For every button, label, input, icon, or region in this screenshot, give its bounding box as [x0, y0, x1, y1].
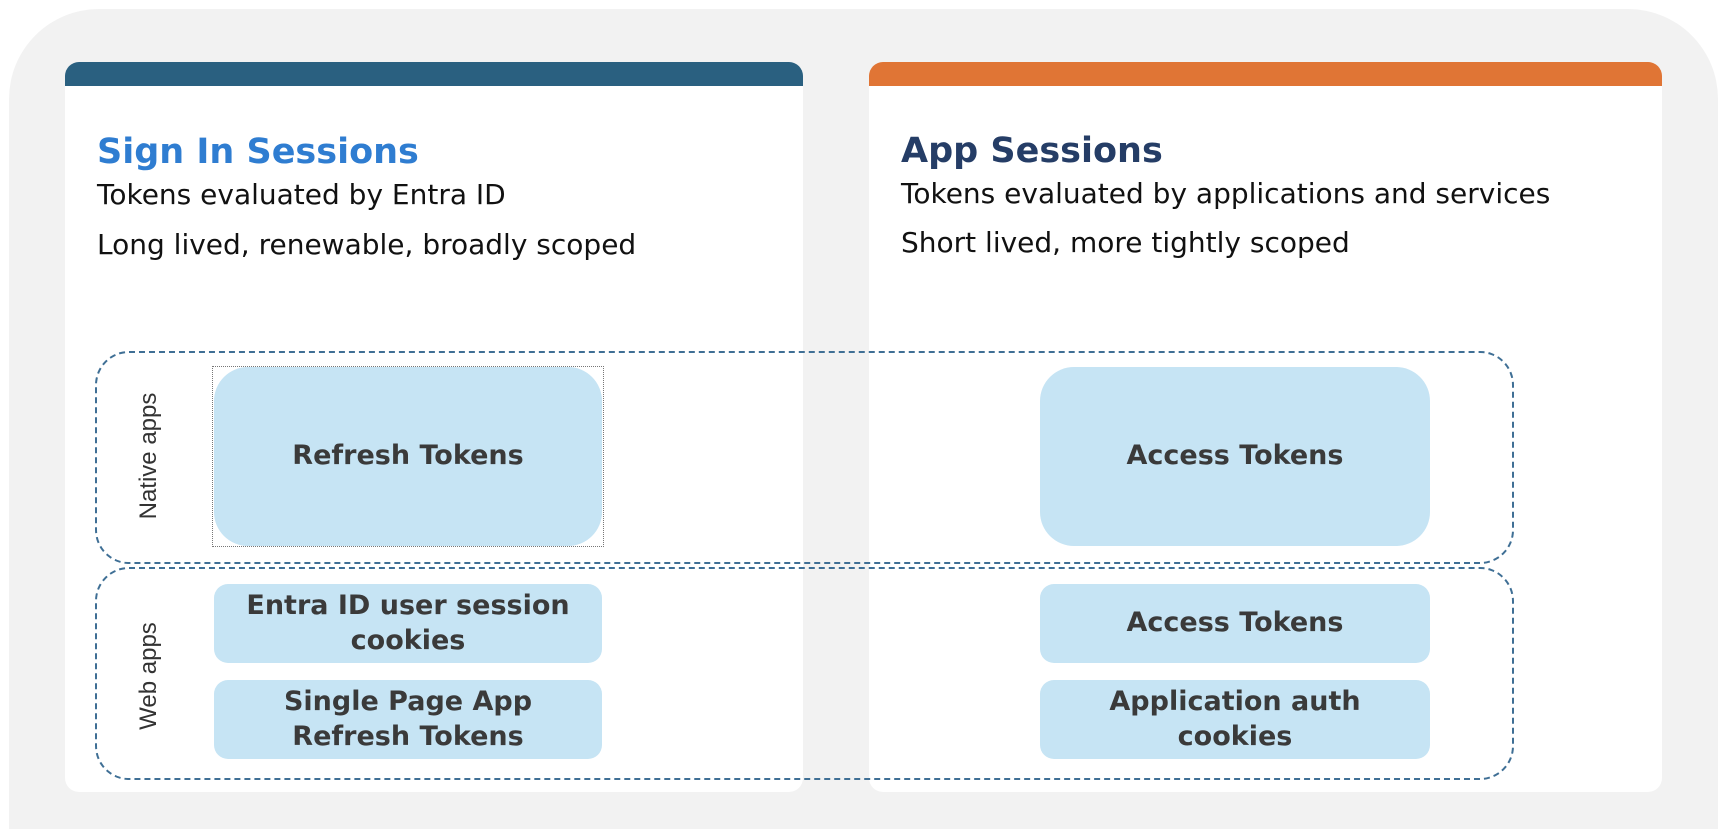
sign-in-sessions-characteristics: Long lived, renewable, broadly scoped: [97, 228, 637, 261]
app-sessions-description: Tokens evaluated by applications and ser…: [901, 177, 1551, 210]
native-access-tokens-box: Access Tokens: [1040, 367, 1430, 546]
native-apps-label: Native apps: [135, 392, 162, 520]
app-sessions-accent-bar: [869, 62, 1662, 86]
app-sessions-title: App Sessions: [901, 131, 1163, 171]
native-refresh-tokens-box: Refresh Tokens: [214, 367, 602, 546]
native-refresh-tokens-label: Refresh Tokens: [292, 440, 524, 472]
spa-refresh-tokens-box: Single Page App Refresh Tokens: [214, 680, 602, 759]
spa-refresh-tokens-label: Single Page App Refresh Tokens: [283, 685, 533, 752]
selection-frame: [212, 366, 604, 547]
sign-in-sessions-description: Tokens evaluated by Entra ID: [97, 178, 506, 211]
web-access-tokens-label: Access Tokens: [1126, 607, 1344, 639]
web-access-tokens-box: Access Tokens: [1040, 584, 1430, 663]
web-apps-label: Web apps: [135, 622, 162, 730]
native-access-tokens-label: Access Tokens: [1126, 440, 1344, 472]
entra-session-cookies-label: Entra ID user session cookies: [246, 589, 570, 656]
entra-session-cookies-box: Entra ID user session cookies: [214, 584, 602, 663]
app-auth-cookies-label: Application auth cookies: [1109, 685, 1361, 752]
native-apps-group: [95, 351, 1514, 564]
app-auth-cookies-box: Application auth cookies: [1040, 680, 1430, 759]
app-sessions-characteristics: Short lived, more tightly scoped: [901, 226, 1350, 259]
web-apps-group: [95, 567, 1514, 780]
sign-in-sessions-title: Sign In Sessions: [97, 132, 419, 172]
sign-in-sessions-accent-bar: [65, 62, 803, 86]
